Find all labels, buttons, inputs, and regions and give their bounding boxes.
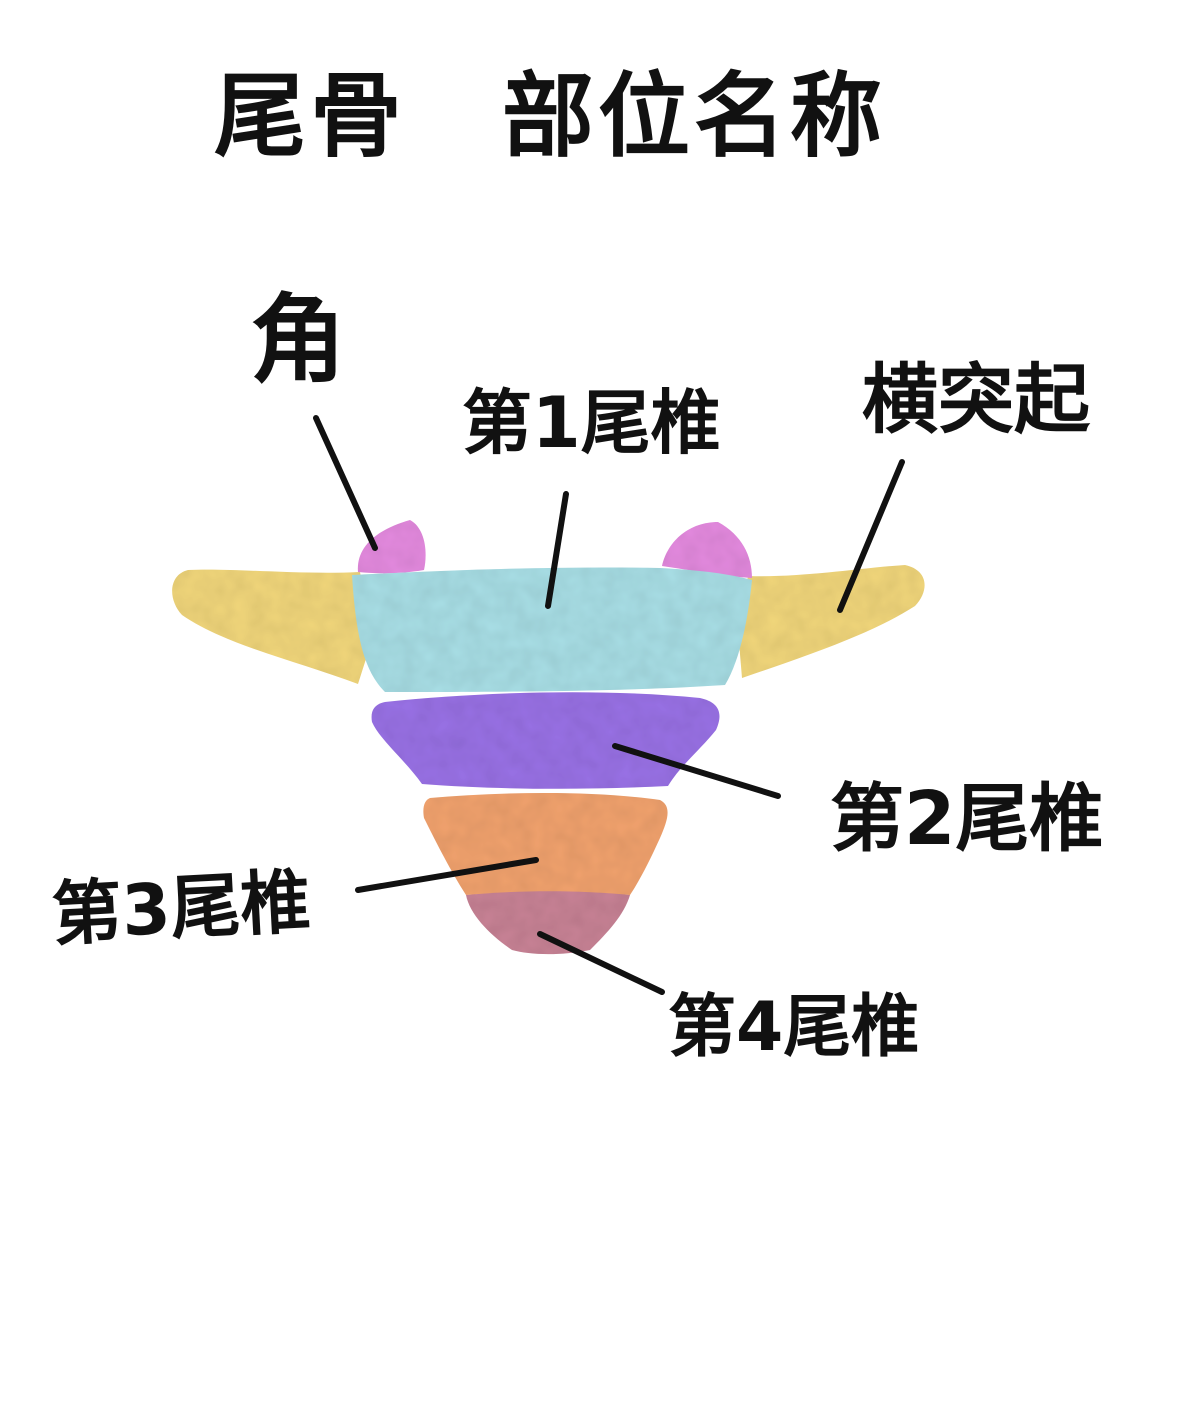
- label-transverse-process: 横突起: [862, 355, 1090, 444]
- first-vertebra-shape: [352, 567, 752, 692]
- second-vertebra-shape: [371, 692, 720, 789]
- leader-line-horn: [313, 415, 378, 551]
- label-first-vertebra: 第1尾椎: [462, 382, 721, 464]
- label-second-vertebra: 第2尾椎: [830, 776, 1104, 862]
- label-fourth-vertebra: 第4尾椎: [668, 988, 920, 1067]
- leader-line-transverse-process: [837, 459, 905, 613]
- leader-line-second-vertebra: [612, 743, 781, 799]
- label-third-vertebra: 第3尾椎: [49, 860, 313, 956]
- leader-line-first-vertebra: [545, 491, 569, 609]
- horn-left: [357, 520, 426, 574]
- third-vertebra-shape: [423, 793, 668, 895]
- horn-right: [662, 522, 752, 578]
- leader-line-fourth-vertebra: [537, 931, 665, 995]
- transverse-process-left: [172, 569, 372, 684]
- transverse-process-right: [738, 565, 925, 678]
- leader-line-third-vertebra: [355, 857, 539, 893]
- page-title: 尾骨 部位名称: [213, 63, 886, 170]
- fourth-vertebra-shape: [466, 891, 630, 955]
- label-horn: 角: [250, 284, 346, 396]
